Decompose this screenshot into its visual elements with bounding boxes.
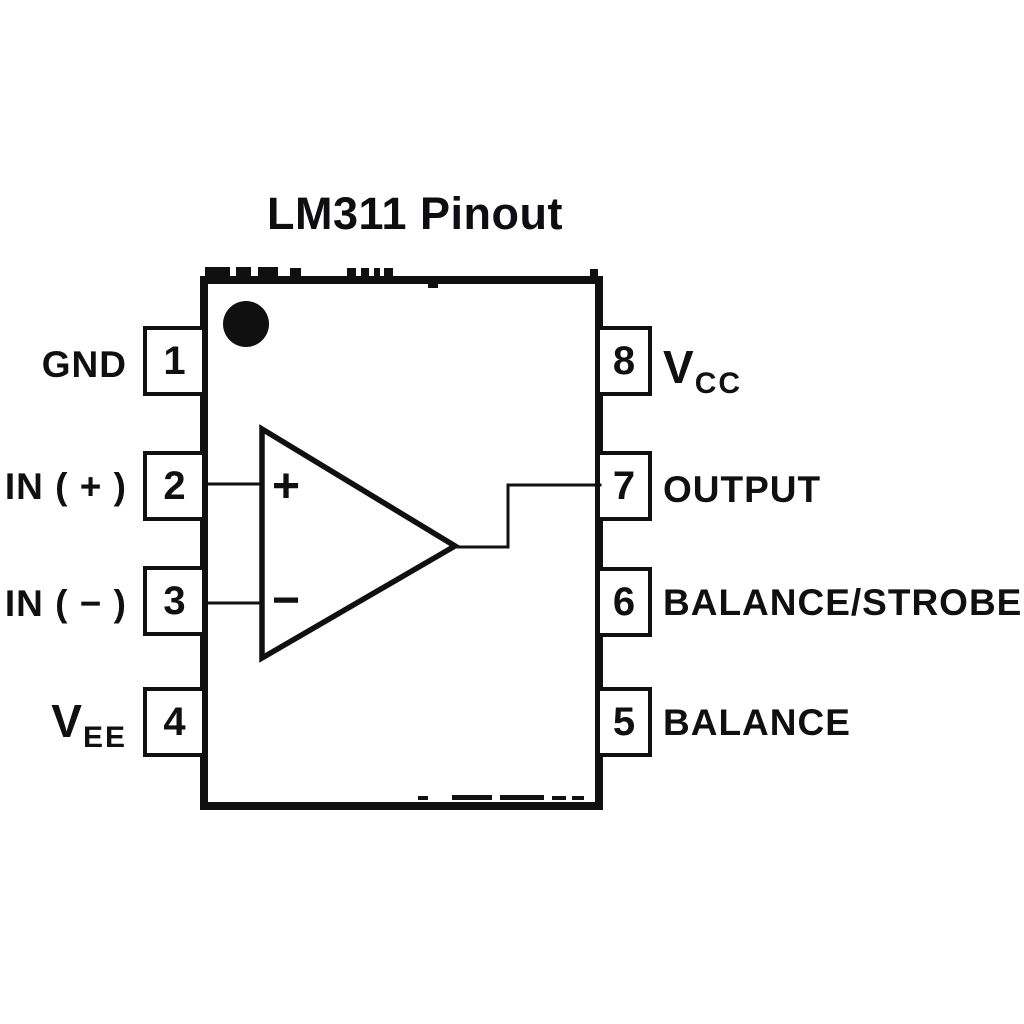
pin-box-5: 5 <box>596 687 652 757</box>
pin-box-8: 8 <box>596 326 652 396</box>
pin-label-in-plus: IN ( + ) <box>4 466 127 507</box>
vcc-subscript: CC <box>694 367 743 400</box>
vcc-main: V <box>663 341 695 393</box>
pin-box-6: 6 <box>596 567 652 637</box>
pin-label-vee: VEE <box>51 695 127 753</box>
pin-label-vcc: VCC <box>663 341 742 399</box>
ic-package-body <box>200 276 603 810</box>
pin-box-3: 3 <box>143 566 206 636</box>
pin-label-balance-strobe: BALANCE/STROBE <box>663 582 1023 623</box>
pin-box-2: 2 <box>143 451 206 521</box>
pin-label-in-minus: IN ( − ) <box>4 583 127 624</box>
pin-label-gnd: GND <box>41 344 127 385</box>
page-title: LM311 Pinout <box>266 188 564 239</box>
pin-label-balance: BALANCE <box>663 702 851 743</box>
pin-box-7: 7 <box>596 451 652 521</box>
vee-main: V <box>51 695 83 747</box>
pin-box-4: 4 <box>143 687 206 757</box>
pin-box-1: 1 <box>143 326 206 396</box>
vee-subscript: EE <box>82 721 127 754</box>
pin-label-output: OUTPUT <box>663 469 822 510</box>
